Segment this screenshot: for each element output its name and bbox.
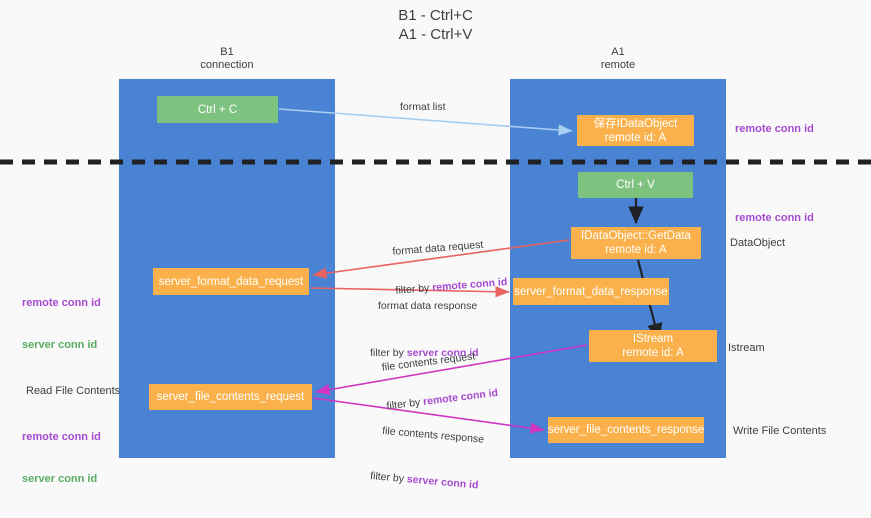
node-server-format-data-request[interactable]: server_format_data_request xyxy=(153,268,309,295)
key-server-conn-id: server conn id xyxy=(406,347,479,359)
arrow-label-format-data-response: format data response filter by server co… xyxy=(370,274,479,386)
arrow-label-format-list: format list xyxy=(400,101,446,113)
column-header-b1: B1 connection xyxy=(200,46,254,71)
arrow-file-contents-request xyxy=(315,344,588,396)
annotation-write-file-contents: Write File Contents xyxy=(733,425,827,437)
annotation-remote-conn-id-mid: remote conn id xyxy=(735,212,814,224)
arrow-format-list xyxy=(278,108,573,136)
annotation-istream: Istream xyxy=(728,342,765,354)
node-ctrl-c[interactable]: Ctrl + C xyxy=(157,96,278,123)
column-header-a1: A1 remote xyxy=(600,46,636,71)
arrow-label-format-data-request-line1: format data request xyxy=(392,238,484,258)
annotation-remote-conn-id-top: remote conn id xyxy=(735,123,814,135)
annotation-server-conn-id: server conn id xyxy=(22,339,98,351)
annotation-left-conn-ids-2: remote conn id server conn id xyxy=(22,402,101,514)
annotation-remote-conn-id-2: remote conn id xyxy=(22,431,101,443)
arrow-label-format-data-response-line1: format data response xyxy=(378,300,478,312)
diagram-title: B1 - Ctrl+C A1 - Ctrl+V xyxy=(398,7,473,43)
annotation-server-conn-id-2: server conn id xyxy=(22,473,98,485)
key-server-conn-id-2: server conn id xyxy=(406,473,479,492)
node-istream[interactable]: IStream remote id: A xyxy=(589,330,717,362)
annotation-left-conn-ids: remote conn id server conn id xyxy=(22,268,101,380)
arrow-format-data-response xyxy=(310,286,510,298)
annotation-dataobject: DataObject xyxy=(730,237,786,249)
node-idataobject-getdata[interactable]: IDataObject::GetData remote id: A xyxy=(571,227,701,259)
diagram-canvas: B1 - Ctrl+C A1 - Ctrl+V B1 connection A1… xyxy=(0,7,871,491)
annotation-remote-conn-id: remote conn id xyxy=(22,297,101,309)
arrow-label-file-contents-response-line2: filter by server conn id xyxy=(369,470,479,492)
node-server-file-contents-response[interactable]: server_file_contents_response xyxy=(548,417,704,443)
arrow-format-data-request xyxy=(312,239,570,279)
node-save-idataobject[interactable]: 保存IDataObject remote id: A xyxy=(577,115,694,146)
node-server-file-contents-request[interactable]: server_file_contents_request xyxy=(149,384,312,410)
arrow-label-format-data-response-line2: filter by server conn id xyxy=(370,347,479,359)
node-server-format-data-response[interactable]: server_format_data_response xyxy=(513,278,669,305)
annotation-read-file-contents: Read File Contents xyxy=(26,385,121,397)
arrow-file-contents-response xyxy=(312,397,545,434)
arrow-label-file-contents-response: file contents response filter by server … xyxy=(370,399,486,518)
node-ctrl-v[interactable]: Ctrl + V xyxy=(578,172,693,198)
arrow-label-file-contents-response-line1: file contents response xyxy=(381,424,485,446)
arrow-label-file-contents-request-line1: file contents request xyxy=(381,350,476,374)
